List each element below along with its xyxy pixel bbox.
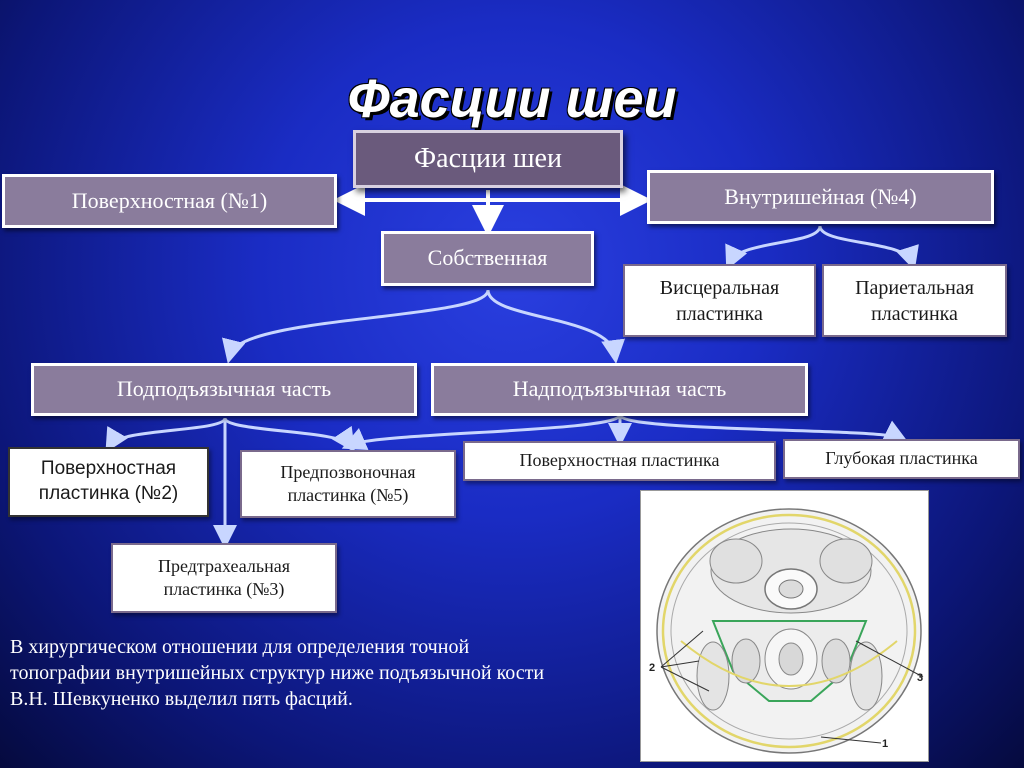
prevertebral-plate-5-box: Предпозвоночная пластинка (№5) bbox=[240, 450, 456, 518]
visceral-plate-label: Висцеральная пластинка bbox=[659, 276, 780, 325]
neck-cross-section-figure: 2 3 1 bbox=[640, 490, 929, 762]
pretracheal-plate-3-label: Предтрахеальная пластинка (№3) bbox=[158, 555, 290, 599]
superficial-plate-2-label: Поверхностная пластинка (№2) bbox=[38, 458, 179, 504]
arrow-to-suprahyoid bbox=[486, 289, 625, 364]
superficial-fascia-label: Поверхностная (№1) bbox=[71, 187, 268, 213]
arrow-to-plate-2 bbox=[105, 417, 227, 453]
arrow-to-deep-plate bbox=[618, 413, 909, 443]
slide-title: Фасции шеи bbox=[347, 69, 677, 129]
suprahyoid-label: Надподъязычная часть bbox=[512, 376, 727, 402]
superficial-plate-box: Поверхностная пластинка bbox=[463, 441, 776, 481]
proper-fascia-box: Собственная bbox=[381, 231, 594, 286]
infrahyoid-box: Подподъязычная часть bbox=[31, 363, 417, 416]
visceral-plate-box: Висцеральная пластинка bbox=[623, 264, 816, 337]
root-label: Фасции шеи bbox=[414, 142, 562, 174]
arrow-to-parietal bbox=[818, 225, 919, 271]
arrow-supra-to-plate-5 bbox=[341, 413, 622, 451]
parietal-plate-label: Париетальная пластинка bbox=[855, 276, 974, 325]
infrahyoid-label: Подподъязычная часть bbox=[116, 376, 332, 402]
superficial-plate-label: Поверхностная пластинка bbox=[519, 450, 720, 471]
arrow-to-visceral bbox=[725, 225, 822, 271]
prevertebral-plate-5-label: Предпозвоночная пластинка (№5) bbox=[280, 461, 416, 505]
figure-label-2: 2 bbox=[649, 662, 655, 674]
internal-fascia-label: Внутришейная (№4) bbox=[724, 183, 917, 209]
root-box: Фасции шеи bbox=[353, 130, 623, 188]
internal-fascia-box: Внутришейная (№4) bbox=[647, 170, 994, 224]
arrow-to-plate-5 bbox=[223, 417, 356, 453]
deep-plate-label: Глубокая пластинка bbox=[825, 448, 978, 469]
suprahyoid-box: Надподъязычная часть bbox=[431, 363, 808, 416]
cross-section-drawing: 2 3 1 bbox=[649, 508, 924, 754]
figure-label-3: 3 bbox=[917, 672, 923, 684]
figure-label-1: 1 bbox=[882, 738, 888, 750]
parietal-plate-box: Париетальная пластинка bbox=[822, 264, 1007, 337]
superficial-fascia-box: Поверхностная (№1) bbox=[2, 174, 337, 228]
pretracheal-plate-3-box: Предтрахеальная пластинка (№3) bbox=[111, 543, 337, 613]
superficial-plate-2-box: Поверхностная пластинка (№2) bbox=[8, 447, 209, 517]
deep-plate-box: Глубокая пластинка bbox=[783, 439, 1020, 479]
arrow-to-infrahyoid bbox=[222, 289, 490, 364]
footnote-text: В хирургическом отношении для определени… bbox=[10, 636, 545, 710]
proper-fascia-label: Собственная bbox=[427, 245, 548, 271]
